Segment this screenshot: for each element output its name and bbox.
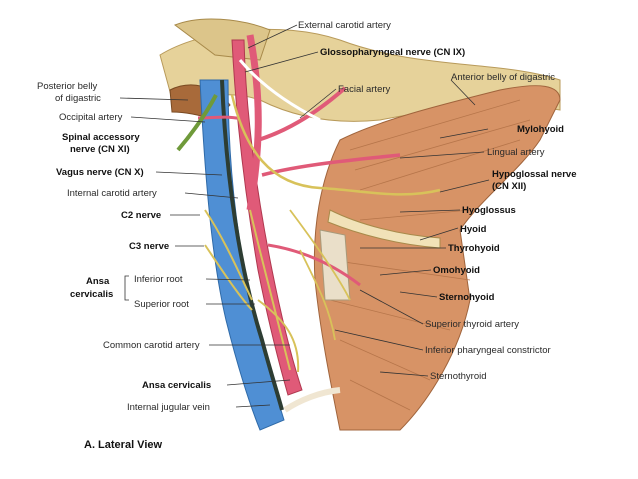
label-anterior-belly-digastric: Anterior belly of digastric [451, 72, 555, 83]
label-spinal-accessory-line1: Spinal accessory [62, 132, 140, 143]
thyroid-cartilage [319, 229, 351, 301]
superior-thyroid-artery-shape [267, 243, 361, 287]
label-glossopharyngeal-nerve: Glossopharyngeal nerve (CN IX) [320, 47, 465, 58]
facial-artery-shape [257, 86, 347, 142]
label-external-carotid-artery: External carotid artery [298, 20, 391, 31]
lower-tendon [283, 387, 341, 413]
label-omohyoid: Omohyoid [433, 265, 480, 276]
label-posterior-belly-line2: of digastric [55, 93, 101, 104]
label-hypoglossal-line2: (CN XII) [492, 181, 526, 192]
label-internal-jugular-vein: Internal jugular vein [127, 402, 210, 413]
glossopharyngeal-nerve-shape [238, 59, 321, 122]
hypoglossal-nerve-shape [230, 94, 441, 196]
label-internal-carotid-artery: Internal carotid artery [67, 188, 157, 199]
label-inferior-root: Inferior root [134, 274, 183, 285]
label-vagus-nerve: Vagus nerve (CN X) [56, 167, 144, 178]
label-sternohyoid: Sternohyoid [439, 292, 495, 303]
strap-nerves [289, 209, 351, 341]
label-ansa-cervicalis: Ansa cervicalis [142, 380, 211, 391]
label-hypoglossal-line1: Hypoglossal nerve [492, 169, 576, 180]
label-c2-nerve: C2 nerve [121, 210, 161, 221]
label-posterior-belly-line1: Posterior belly [37, 81, 97, 92]
label-thyrohyoid: Thyrohyoid [448, 243, 500, 254]
skull-base [173, 18, 271, 61]
label-ansa-line2: cervicalis [70, 289, 113, 300]
label-facial-artery: Facial artery [338, 84, 391, 95]
leader-lines [119, 24, 490, 408]
view-caption: A. Lateral View [84, 439, 162, 451]
label-occipital-artery: Occipital artery [59, 112, 123, 123]
label-hyoid: Hyoid [460, 224, 487, 235]
label-superior-root: Superior root [134, 299, 189, 310]
label-mylohyoid: Mylohyoid [517, 124, 564, 135]
muscle-fibers [329, 99, 531, 411]
label-hyoglossus: Hyoglossus [462, 205, 516, 216]
spinal-accessory-nerve-shape [176, 94, 218, 152]
label-common-carotid-artery: Common carotid artery [103, 340, 200, 351]
label-inferior-pharyngeal-constrictor: Inferior pharyngeal constrictor [425, 345, 551, 356]
vagus-nerve-shape [220, 79, 284, 411]
ansa-nerves [204, 209, 300, 373]
label-c3-nerve: C3 nerve [129, 241, 169, 252]
label-ansa-line1: Ansa [86, 276, 110, 287]
label-sternothyroid: Sternothyroid [430, 371, 487, 382]
label-superior-thyroid-artery: Superior thyroid artery [425, 319, 519, 330]
label-lingual-artery: Lingual artery [487, 147, 545, 158]
external-carotid-branch [246, 34, 262, 211]
label-spinal-accessory-line2: nerve (CN XI) [70, 144, 130, 155]
